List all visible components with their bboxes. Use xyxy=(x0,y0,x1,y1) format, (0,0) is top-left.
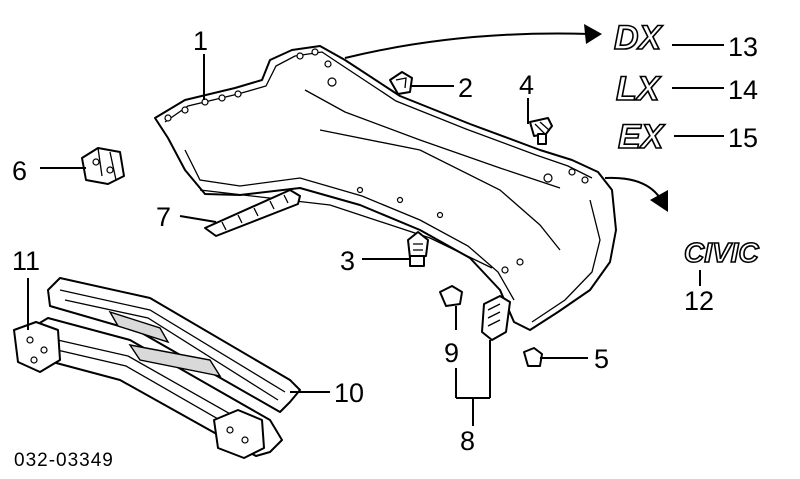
callout-1: 1 xyxy=(193,26,208,56)
arrow-to-emblems xyxy=(344,24,602,59)
reflector-strip-part-7 xyxy=(204,189,301,237)
arrow-to-civic-emblem xyxy=(604,176,668,212)
ex-emblem: EX xyxy=(617,117,666,157)
callout-5: 5 xyxy=(594,344,609,374)
callout-11: 11 xyxy=(12,246,40,276)
callout-9: 9 xyxy=(444,338,459,368)
diagram-part-number: 032-03349 xyxy=(14,450,114,471)
push-rivet-part-3 xyxy=(407,231,429,267)
callout-14: 14 xyxy=(728,75,758,105)
screw-grommet-part-4 xyxy=(529,117,553,145)
end-bracket-part-11 xyxy=(13,321,265,459)
callout-12: 12 xyxy=(684,286,714,316)
dx-emblem: DX xyxy=(613,18,664,58)
callout-6: 6 xyxy=(12,156,27,186)
callout-13: 13 xyxy=(728,32,758,62)
callout-3: 3 xyxy=(340,246,355,276)
lx-emblem: LX xyxy=(615,69,662,109)
leader-lines xyxy=(27,44,724,426)
callout-4: 4 xyxy=(519,70,534,100)
civic-emblem: CIVIC xyxy=(683,236,760,269)
side-clip-part-9 xyxy=(439,285,463,307)
callout-2: 2 xyxy=(458,73,473,103)
callout-7: 7 xyxy=(156,202,171,232)
svg-text:CIVIC: CIVIC xyxy=(684,237,759,268)
bracket-part-6 xyxy=(81,147,125,185)
callout-labels: 1 2 3 4 5 6 7 8 9 10 11 12 13 14 15 xyxy=(12,26,758,456)
nut-part-5 xyxy=(523,347,543,367)
svg-text:EX: EX xyxy=(618,118,666,156)
callout-10: 10 xyxy=(334,378,364,408)
svg-text:DX: DX xyxy=(614,19,664,57)
rear-bumper-cover xyxy=(154,45,617,331)
side-retainer-part-8 xyxy=(481,295,511,341)
callout-8: 8 xyxy=(460,426,475,456)
svg-text:LX: LX xyxy=(616,70,662,108)
callout-15: 15 xyxy=(728,123,758,153)
